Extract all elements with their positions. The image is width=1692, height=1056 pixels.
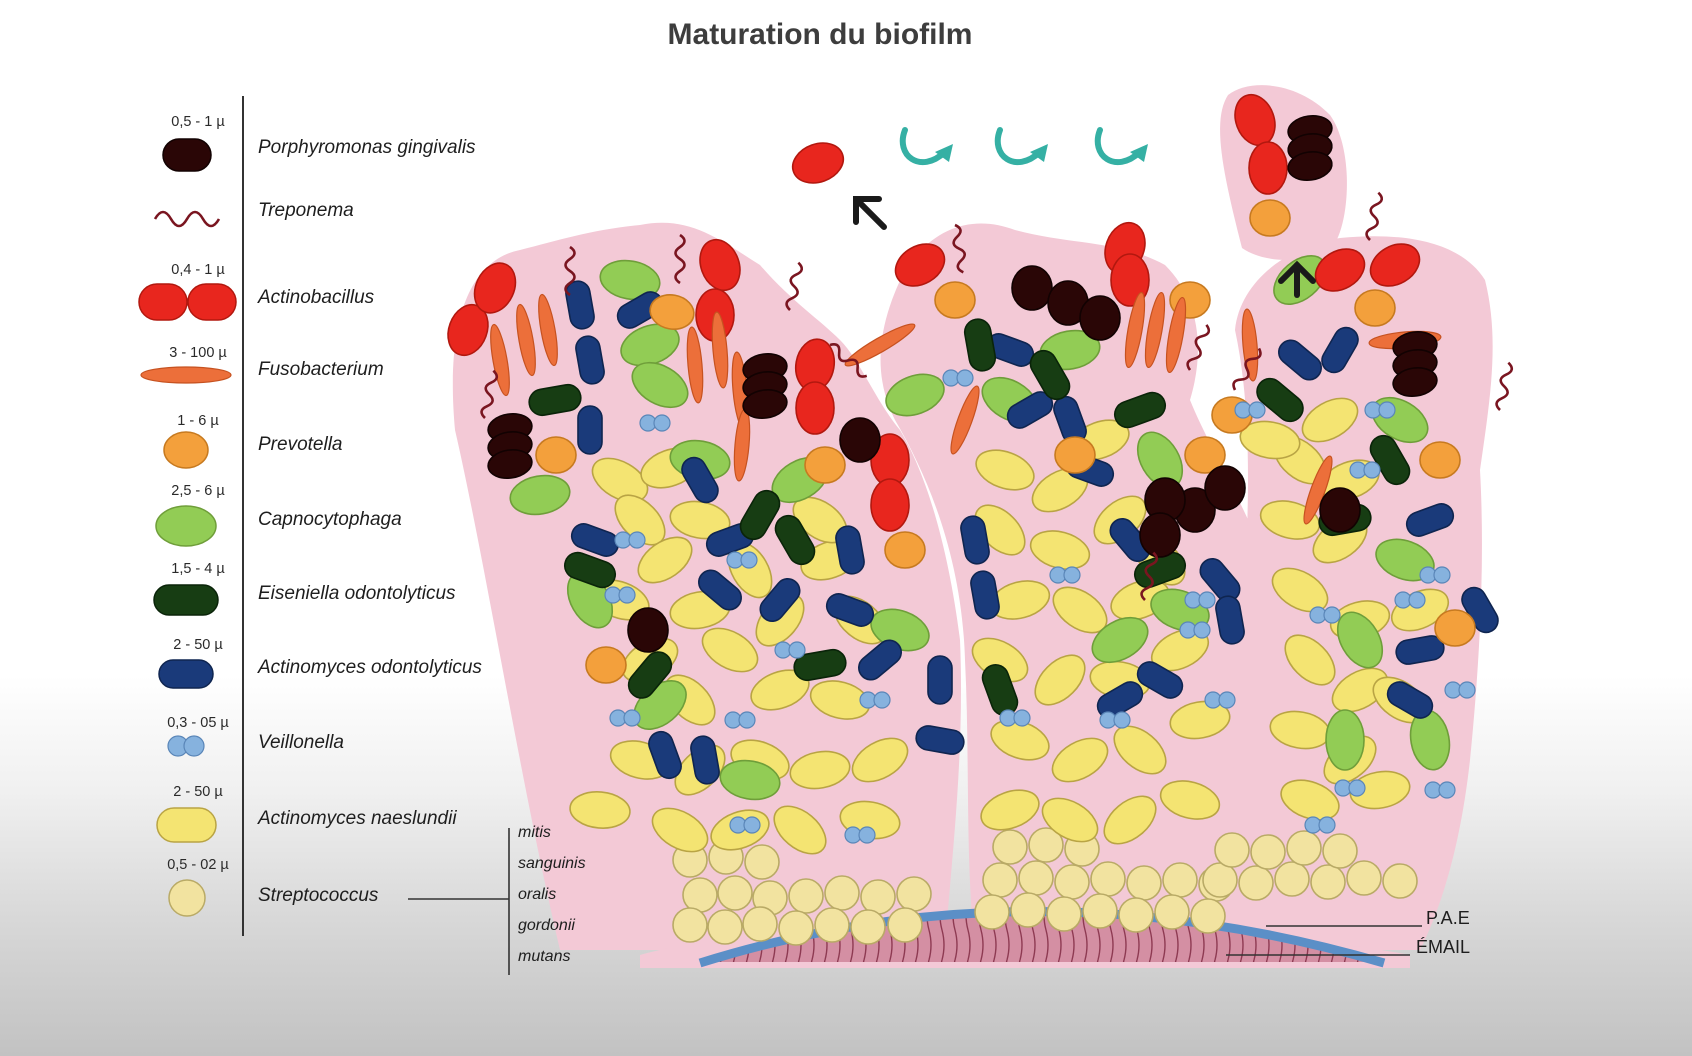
legend-size: 0,4 - 1 µ <box>171 262 225 278</box>
fusobacterium-icon <box>140 366 232 384</box>
pae-label: P.A.E <box>1426 908 1470 928</box>
streptococcus-icon <box>168 879 206 917</box>
strain-label: oralis <box>518 886 557 903</box>
legend-size: 2 - 50 µ <box>173 784 223 800</box>
legend-label-actinomyces-odontolyticus: Actinomyces odontolyticus <box>258 657 482 678</box>
swirl-arrows <box>899 127 1148 166</box>
actinobacillus-icon <box>138 283 237 321</box>
veillonella-icon <box>167 735 205 757</box>
detachment-arrow-up <box>1278 260 1316 298</box>
legend-size: 0,5 - 1 µ <box>171 114 225 130</box>
actinomyces-odontolyticus-icon <box>158 659 214 689</box>
legend-label-eiseniella: Eiseniella odontolyticus <box>258 583 456 604</box>
strain-label: mutans <box>518 948 571 965</box>
legend-label-capnocytophaga: Capnocytophaga <box>258 509 402 530</box>
eiseniella-icon <box>153 584 219 616</box>
legend-label-actinobacillus: Actinobacillus <box>258 287 375 308</box>
legend-size: 1,5 - 4 µ <box>171 561 225 577</box>
legend-label-veillonella: Veillonella <box>258 732 344 753</box>
legend-icons <box>138 138 237 917</box>
legend-size: 2 - 50 µ <box>173 637 223 653</box>
legend-size: 3 - 100 µ <box>169 345 227 361</box>
prevotella-icon <box>163 431 209 469</box>
legend-size: 1 - 6 µ <box>177 413 219 429</box>
strain-bracket <box>408 828 510 975</box>
strain-label: gordonii <box>518 917 575 934</box>
bacteria-cells <box>447 93 1514 946</box>
detachment-arrow-left <box>853 196 887 230</box>
legend-size: 2,5 - 6 µ <box>171 483 225 499</box>
page-title: Maturation du biofilm <box>667 18 973 51</box>
treponema-icon <box>153 210 221 228</box>
porphyromonas-icon <box>162 138 212 172</box>
legend-label-porphyromonas: Porphyromonas gingivalis <box>258 137 476 158</box>
legend-label-actinomyces-naeslundii: Actinomyces naeslundii <box>258 808 457 829</box>
legend-size: 0,3 - 05 µ <box>167 715 229 731</box>
email-label: ÉMAIL <box>1416 937 1471 957</box>
legend-label-streptococcus: Streptococcus <box>258 885 379 906</box>
strain-label: sanguinis <box>518 855 586 872</box>
strain-label: mitis <box>518 824 551 841</box>
actinomyces-naeslundii-icon <box>156 807 217 843</box>
legend-label-fusobacterium: Fusobacterium <box>258 359 384 380</box>
legend-size: 0,5 - 02 µ <box>167 857 229 873</box>
legend-label-treponema: Treponema <box>258 200 354 221</box>
legend-label-prevotella: Prevotella <box>258 434 343 455</box>
label-pointers <box>1226 925 1422 956</box>
capnocytophaga-icon <box>155 505 217 547</box>
